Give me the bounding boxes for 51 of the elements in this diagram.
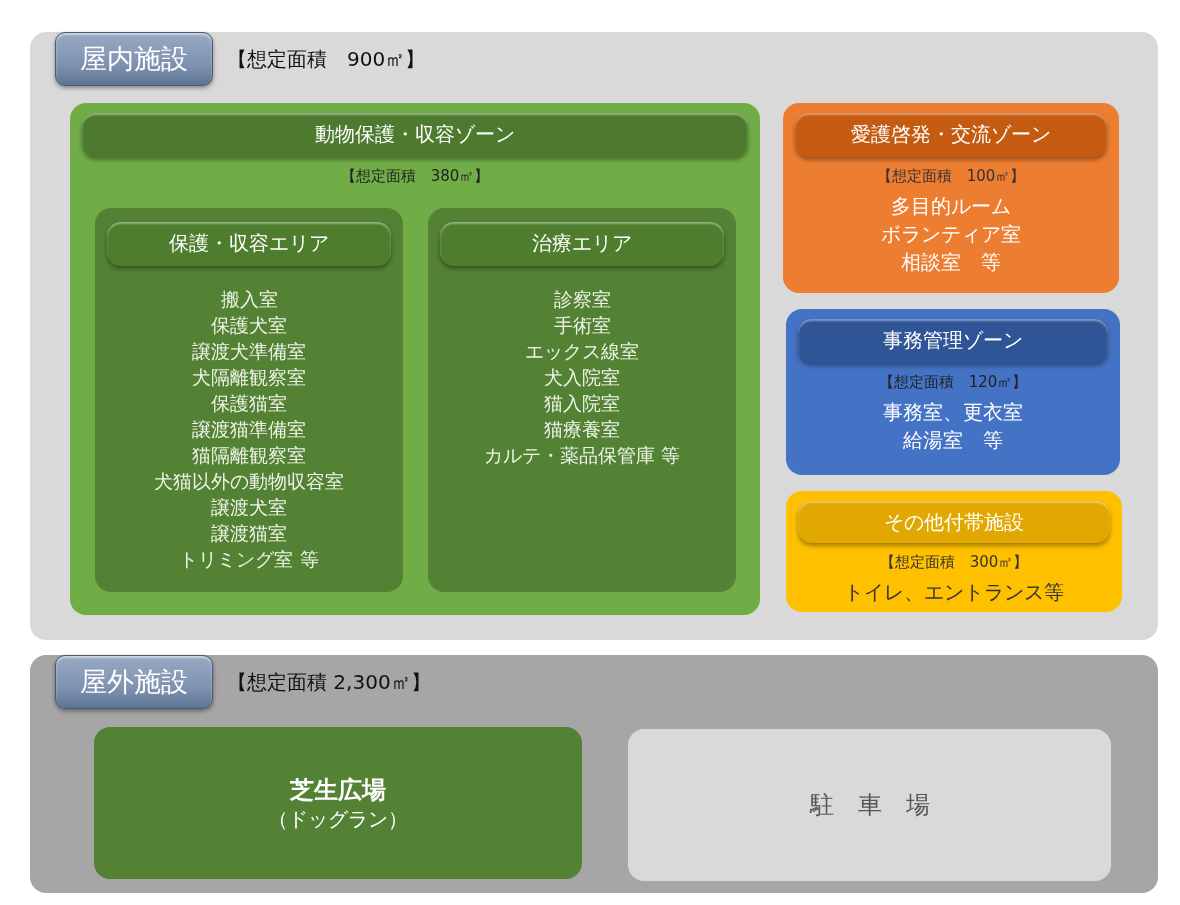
zone-panel: [786, 309, 1120, 475]
room-name: 搬入室: [220, 287, 278, 312]
zone-header-bar: 愛護啓発・交流ゾーン: [795, 113, 1107, 157]
room-name: 譲渡猫室: [211, 521, 287, 546]
room-name: 給湯室 等: [903, 427, 1003, 454]
room-name: カルテ・薬品保管庫 等: [483, 443, 680, 468]
zone-header-bar: 事務管理ゾーン: [798, 319, 1108, 363]
room-name: 猫療養室: [544, 417, 620, 442]
facility-note: （ドッグラン）: [268, 805, 408, 833]
room-name: 保護猫室: [211, 391, 287, 416]
facility-name: 芝生広場: [290, 774, 386, 806]
area-panel: [95, 208, 403, 592]
section-tag: 屋内施設: [55, 32, 213, 86]
area-note: 【想定面積 120㎡】: [878, 373, 1028, 392]
room-name: 譲渡猫準備室: [192, 417, 306, 442]
room-name: 犬猫以外の動物収容室: [154, 469, 344, 494]
room-name: エックス線室: [525, 339, 639, 364]
zone-panel: [783, 103, 1119, 293]
room-name: トイレ、エントランス等: [844, 579, 1064, 606]
zone-panel: [786, 491, 1122, 612]
zone-panel: [70, 103, 760, 615]
section-tag: 屋外施設: [55, 655, 213, 709]
room-name: 犬入院室: [544, 365, 620, 390]
room-name: 猫入院室: [544, 391, 620, 416]
area-note: 【想定面積 380㎡】: [340, 167, 490, 186]
room-name: 多目的ルーム: [891, 193, 1011, 220]
room-name: トリミング室 等: [179, 547, 319, 572]
area-panel: [428, 208, 736, 592]
area-note: 【想定面積 900㎡】: [227, 45, 426, 73]
area-note: 【想定面積 300㎡】: [879, 553, 1029, 572]
room-name: 事務室、更衣室: [883, 399, 1023, 426]
room-name: 相談室 等: [901, 249, 1001, 276]
zone-header-bar: 保護・収容エリア: [107, 222, 391, 266]
area-note: 【想定面積 2,300㎡】: [227, 668, 431, 696]
room-name: 譲渡犬室: [211, 495, 287, 520]
room-name: 診察室: [553, 287, 611, 312]
room-name: 猫隔離観察室: [192, 443, 306, 468]
section-panel: [30, 32, 1158, 640]
zone-header-bar: 治療エリア: [440, 222, 724, 266]
zone-header-bar: 動物保護・収容ゾーン: [82, 113, 748, 157]
room-name: 手術室: [553, 313, 611, 338]
room-name: 保護犬室: [211, 313, 287, 338]
room-name: ボランティア室: [881, 221, 1021, 248]
room-name: 犬隔離観察室: [192, 365, 306, 390]
area-note: 【想定面積 100㎡】: [876, 167, 1026, 186]
zone-header-bar: その他付帯施設: [798, 501, 1110, 543]
section-panel: [30, 655, 1158, 893]
facility-name: 駐 車 場: [809, 790, 930, 821]
room-name: 譲渡犬準備室: [192, 339, 306, 364]
facility-box: [628, 729, 1111, 881]
facility-box: [94, 727, 582, 879]
